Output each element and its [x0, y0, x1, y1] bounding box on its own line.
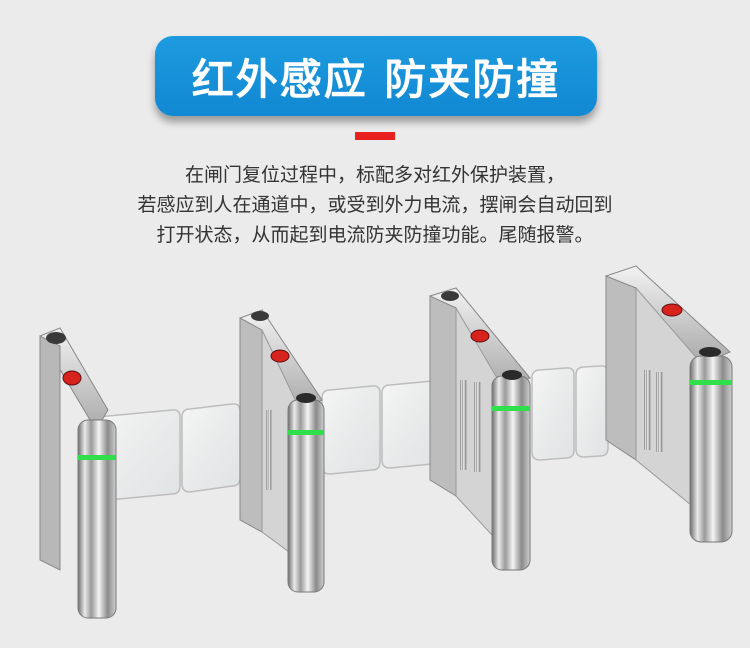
turnstile-gate-3: [429, 287, 531, 571]
turnstile-gate-4: [605, 265, 733, 543]
title-banner: 红外感应 防夹防撞: [155, 36, 597, 116]
description-line: 打开状态，从而起到电流防夹防撞功能。尾随报警。: [156, 224, 594, 246]
turnstile-gate-2: [239, 309, 325, 593]
description-line: 若感应到人在通道中，或受到外力电流，摆闸会自动回到: [137, 194, 613, 216]
description-line: 在闸门复位过程中，标配多对红外保护装置，: [184, 164, 565, 186]
glass-panels: [99, 365, 609, 501]
red-divider: [355, 132, 395, 140]
turnstile-gate-1: [39, 327, 117, 619]
banner-title: 红外感应 防夹防撞: [191, 54, 561, 104]
description-text: 在闸门复位过程中，标配多对红外保护装置， 若感应到人在通道中，或受到外力电流，摆…: [60, 160, 690, 250]
